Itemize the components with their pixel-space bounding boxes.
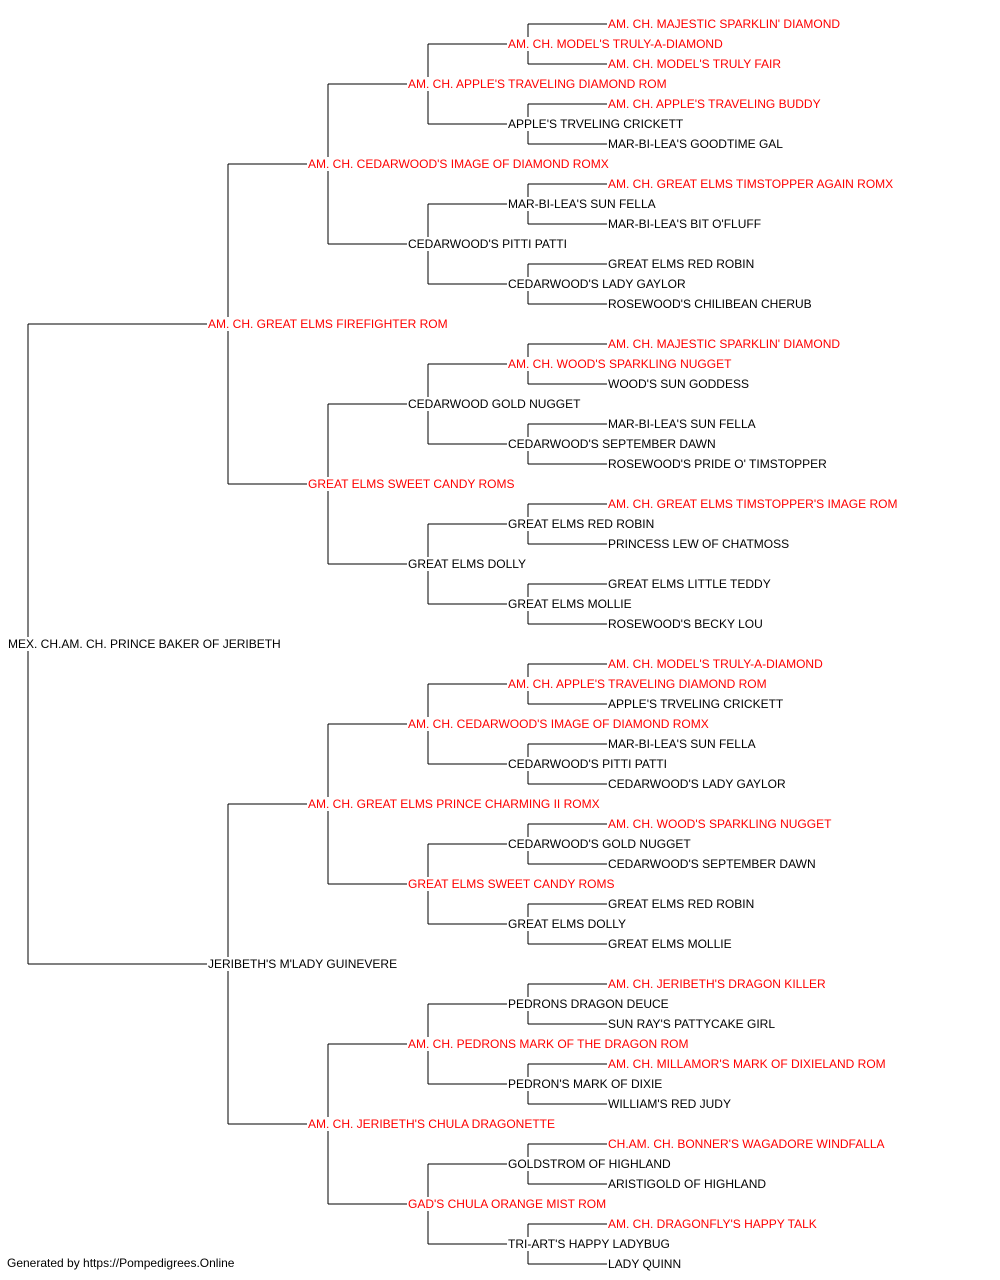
ancestor-sire-name: AM. CH. DRAGONFLY'S HAPPY TALK [607, 1217, 818, 1231]
ancestor-sire-name: AM. CH. GREAT ELMS TIMSTOPPER'S IMAGE RO… [607, 497, 899, 511]
ancestor-sire-name: AM. CH. WOOD'S SPARKLING NUGGET [507, 357, 733, 371]
ancestor-sire-name: AM. CH. APPLE'S TRAVELING BUDDY [607, 97, 822, 111]
ancestor-sire-name: CEDARWOOD GOLD NUGGET [407, 397, 582, 411]
ancestor-dam-name: CEDARWOOD'S LADY GAYLOR [507, 277, 687, 291]
ancestor-sire-name: GOLDSTROM OF HIGHLAND [507, 1157, 672, 1171]
ancestor-sire-name: AM. CH. CEDARWOOD'S IMAGE OF DIAMOND ROM… [307, 157, 610, 171]
ancestor-dam-name: APPLE'S TRVELING CRICKETT [607, 697, 785, 711]
ancestor-sire-name: AM. CH. MAJESTIC SPARKLIN' DIAMOND [607, 337, 842, 351]
ancestor-sire-name: AM. CH. CEDARWOOD'S IMAGE OF DIAMOND ROM… [407, 717, 710, 731]
ancestor-sire-name: AM. CH. APPLE'S TRAVELING DIAMOND ROM [507, 677, 768, 691]
ancestor-dam-name: PRINCESS LEW OF CHATMOSS [607, 537, 791, 551]
ancestor-sire-name: GREAT ELMS RED ROBIN [607, 897, 756, 911]
ancestor-dam-name: PEDRON'S MARK OF DIXIE [507, 1077, 664, 1091]
ancestor-dam-name: MAR-BI-LEA'S BIT O'FLUFF [607, 217, 763, 231]
ancestor-sire-name: MAR-BI-LEA'S SUN FELLA [607, 417, 757, 431]
ancestor-dam-name: CEDARWOOD'S SEPTEMBER DAWN [607, 857, 817, 871]
ancestor-sire-name: AM. CH. MODEL'S TRULY-A-DIAMOND [507, 37, 724, 51]
ancestor-dam-name: TRI-ART'S HAPPY LADYBUG [507, 1237, 671, 1251]
ancestor-sire-name: CH.AM. CH. BONNER'S WAGADORE WINDFALLA [607, 1137, 886, 1151]
ancestor-sire-name: AM. CH. GREAT ELMS FIREFIGHTER ROM [207, 317, 449, 331]
ancestor-sire-name: AM. CH. MAJESTIC SPARKLIN' DIAMOND [607, 17, 842, 31]
ancestor-dam-name: CEDARWOOD'S SEPTEMBER DAWN [507, 437, 717, 451]
ancestor-sire-name: CEDARWOOD'S GOLD NUGGET [507, 837, 692, 851]
ancestor-sire-name: AM. CH. MILLAMOR'S MARK OF DIXIELAND ROM [607, 1057, 887, 1071]
ancestor-dam-name: WOOD'S SUN GODDESS [607, 377, 750, 391]
ancestor-sire-name: GREAT ELMS RED ROBIN [607, 257, 756, 271]
ancestor-dam-name: WILLIAM'S RED JUDY [607, 1097, 732, 1111]
ancestor-sire-name: AM. CH. GREAT ELMS TIMSTOPPER AGAIN ROMX [607, 177, 895, 191]
subject-dog-name: MEX. CH.AM. CH. PRINCE BAKER OF JERIBETH [7, 637, 282, 651]
ancestor-dam-name: AM. CH. JERIBETH'S CHULA DRAGONETTE [307, 1117, 556, 1131]
footer-credit: Generated by https://Pompedigrees.Online [7, 1256, 235, 1270]
ancestor-dam-name: SUN RAY'S PATTYCAKE GIRL [607, 1017, 776, 1031]
ancestor-dam-name: AM. CH. MODEL'S TRULY FAIR [607, 57, 782, 71]
ancestor-sire-name: AM. CH. GREAT ELMS PRINCE CHARMING II RO… [307, 797, 601, 811]
ancestor-dam-name: LADY QUINN [607, 1257, 683, 1271]
ancestor-sire-name: AM. CH. PEDRONS MARK OF THE DRAGON ROM [407, 1037, 690, 1051]
ancestor-dam-name: GREAT ELMS SWEET CANDY ROMS [407, 877, 616, 891]
ancestor-sire-name: MAR-BI-LEA'S SUN FELLA [507, 197, 657, 211]
ancestor-sire-name: AM. CH. APPLE'S TRAVELING DIAMOND ROM [407, 77, 668, 91]
ancestor-sire-name: MAR-BI-LEA'S SUN FELLA [607, 737, 757, 751]
ancestor-dam-name: APPLE'S TRVELING CRICKETT [507, 117, 685, 131]
ancestor-sire-name: AM. CH. WOOD'S SPARKLING NUGGET [607, 817, 833, 831]
ancestor-dam-name: CEDARWOOD'S LADY GAYLOR [607, 777, 787, 791]
ancestor-dam-name: GREAT ELMS MOLLIE [507, 597, 633, 611]
ancestor-dam-name: GREAT ELMS DOLLY [507, 917, 628, 931]
ancestor-dam-name: GAD'S CHULA ORANGE MIST ROM [407, 1197, 608, 1211]
ancestor-sire-name: GREAT ELMS RED ROBIN [507, 517, 656, 531]
ancestor-sire-name: GREAT ELMS LITTLE TEDDY [607, 577, 772, 591]
ancestor-dam-name: ROSEWOOD'S CHILIBEAN CHERUB [607, 297, 813, 311]
ancestor-dam-name: GREAT ELMS SWEET CANDY ROMS [307, 477, 516, 491]
ancestor-dam-name: MAR-BI-LEA'S GOODTIME GAL [607, 137, 784, 151]
ancestor-dam-name: JERIBETH'S M'LADY GUINEVERE [207, 957, 399, 971]
ancestor-sire-name: AM. CH. JERIBETH'S DRAGON KILLER [607, 977, 827, 991]
ancestor-dam-name: ROSEWOOD'S BECKY LOU [607, 617, 764, 631]
ancestor-dam-name: ARISTIGOLD OF HIGHLAND [607, 1177, 768, 1191]
ancestor-dam-name: GREAT ELMS MOLLIE [607, 937, 733, 951]
ancestor-dam-name: GREAT ELMS DOLLY [407, 557, 528, 571]
ancestor-dam-name: CEDARWOOD'S PITTI PATTI [407, 237, 568, 251]
ancestor-dam-name: CEDARWOOD'S PITTI PATTI [507, 757, 668, 771]
ancestor-dam-name: ROSEWOOD'S PRIDE O' TIMSTOPPER [607, 457, 828, 471]
ancestor-sire-name: AM. CH. MODEL'S TRULY-A-DIAMOND [607, 657, 824, 671]
ancestor-sire-name: PEDRONS DRAGON DEUCE [507, 997, 670, 1011]
